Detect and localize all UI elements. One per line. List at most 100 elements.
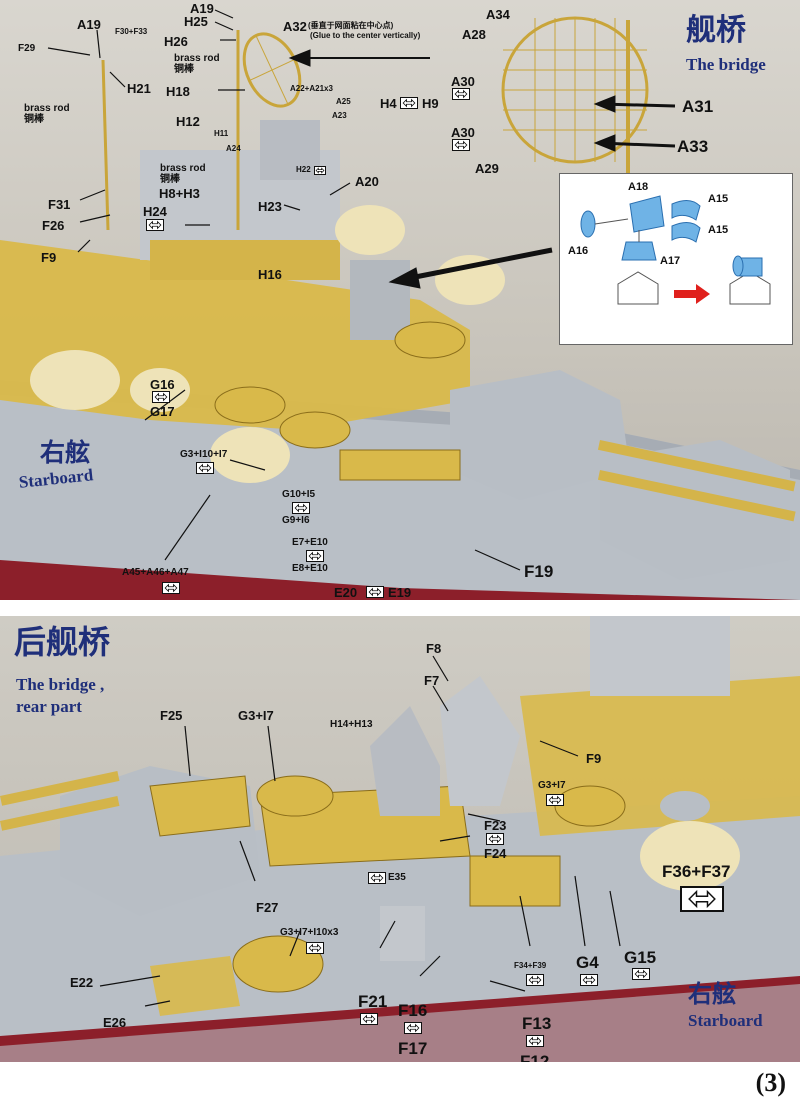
double-arrow-icon: [486, 833, 504, 845]
label-A28: A28: [462, 27, 486, 42]
label-F25: F25: [160, 708, 183, 723]
title-rear-bridge-en-2: rear part: [16, 697, 82, 716]
double-arrow-icon: [306, 550, 324, 562]
label-G9-I6: G9+I6: [282, 515, 310, 526]
label-G10-I5: G10+I5: [282, 489, 316, 500]
bridge-model-photo: [0, 9, 800, 600]
double-arrow-icon: [162, 582, 180, 594]
double-arrow-icon-large: [680, 886, 724, 912]
label-A19-left: A19: [77, 17, 101, 32]
label-H16: H16: [258, 267, 282, 282]
label-G3-I7-right: G3+I7: [538, 780, 566, 791]
label-F17: F17: [398, 1039, 428, 1058]
double-arrow-icon: [306, 942, 324, 954]
label-F7: F7: [424, 673, 440, 688]
label-E19: E19: [388, 585, 412, 600]
double-arrow-icon: [366, 586, 384, 598]
label-H8-H3: H8+H3: [159, 186, 200, 201]
bridge-photo-panel: 舰桥 The bridge 右舷 Starboard A19 F30+F33 F…: [0, 0, 800, 600]
label-F13: F13: [522, 1014, 552, 1033]
label-A31: A31: [682, 97, 714, 116]
rear-bridge-photo-panel: 后舰桥 The bridge , rear part 右舷 Starboard …: [0, 616, 800, 1062]
double-arrow-icon: [146, 219, 164, 231]
label-G4: G4: [576, 953, 599, 972]
label-A20: A20: [355, 174, 379, 189]
label-A34: A34: [486, 7, 510, 22]
label-A30-bottom: A30: [451, 125, 475, 140]
double-arrow-icon: [404, 1022, 422, 1034]
label-A23: A23: [332, 111, 347, 120]
radar-assembly-inset: A18 A15 A15 A16 A17: [559, 173, 793, 345]
label-H14-H13: H14+H13: [330, 719, 373, 730]
label-F34-F39: F34+F39: [514, 961, 547, 970]
label-E26: E26: [103, 1015, 127, 1030]
inset-label-A17: A17: [660, 255, 681, 267]
label-F24: F24: [484, 846, 507, 861]
radar-assembly-diagram: [580, 195, 771, 305]
label-H4: H4: [380, 96, 397, 111]
double-arrow-icon: [632, 968, 650, 980]
label-A24: A24: [226, 144, 241, 153]
title-rear-bridge-cn: 后舰桥: [14, 623, 111, 661]
label-H9: H9: [422, 96, 439, 111]
label-A33: A33: [677, 137, 709, 156]
inset-label-A15-top: A15: [708, 193, 729, 205]
page-number: (3): [755, 1068, 786, 1097]
label-H24: H24: [143, 204, 167, 219]
double-arrow-icon: [368, 872, 386, 884]
label-G16: G16: [150, 377, 175, 392]
label-A22-A21: A22+A21x3: [290, 84, 333, 93]
label-F21: F21: [358, 992, 388, 1011]
label-A32: A32: [283, 19, 307, 34]
inset-label-A16: A16: [568, 245, 589, 257]
label-A25: A25: [336, 97, 351, 106]
double-arrow-icon: [526, 974, 544, 986]
label-F16: F16: [398, 1001, 428, 1020]
label-E22: E22: [70, 975, 94, 990]
double-arrow-icon: [452, 139, 470, 151]
label-E8-E10: E8+E10: [292, 563, 328, 574]
label-F27: F27: [256, 900, 279, 915]
label-A19: A19: [190, 1, 214, 16]
label-A30-top: A30: [451, 74, 475, 89]
double-arrow-icon: [526, 1035, 544, 1047]
label-F8: F8: [426, 641, 442, 656]
label-E35: E35: [388, 872, 406, 883]
title-bridge-en: The bridge: [686, 55, 766, 74]
double-arrow-icon: [546, 794, 564, 806]
label-H12: H12: [176, 114, 200, 129]
label-G15: G15: [624, 948, 657, 967]
rear-bridge-model-photo: [0, 616, 800, 1062]
label-H18: H18: [166, 84, 190, 99]
starboard-rear-label-cn: 右舷: [688, 980, 736, 1008]
double-arrow-icon: [400, 97, 418, 109]
double-arrow-icon: [196, 462, 214, 474]
label-A32-note-en: (Glue to the center vertically): [310, 31, 421, 40]
double-arrow-icon: [292, 502, 310, 514]
label-F19: F19: [524, 562, 554, 581]
label-G17: G17: [150, 404, 175, 419]
label-H23: H23: [258, 199, 282, 214]
double-arrow-icon: [152, 391, 170, 403]
label-E20: E20: [334, 585, 358, 600]
inset-label-A15-bottom: A15: [708, 224, 729, 236]
label-H21: H21: [127, 81, 151, 96]
title-bridge-cn: 舰桥: [686, 13, 746, 48]
label-F30-F33: F30+F33: [115, 27, 148, 36]
label-F9: F9: [41, 250, 57, 265]
label-F9-rear: F9: [586, 751, 602, 766]
label-F31: F31: [48, 197, 71, 212]
label-G3-I10-I7: G3+I10+I7: [180, 449, 228, 460]
double-arrow-icon: [314, 166, 326, 175]
label-F29: F29: [18, 43, 36, 54]
label-H26: H26: [164, 34, 188, 49]
label-H25: H25: [184, 14, 208, 29]
double-arrow-icon: [360, 1013, 378, 1025]
label-G3-I7-I10x3: G3+I7+I10x3: [280, 927, 339, 938]
label-H22: H22: [296, 165, 311, 174]
label-E7-E10: E7+E10: [292, 537, 328, 548]
label-A29: A29: [475, 161, 499, 176]
